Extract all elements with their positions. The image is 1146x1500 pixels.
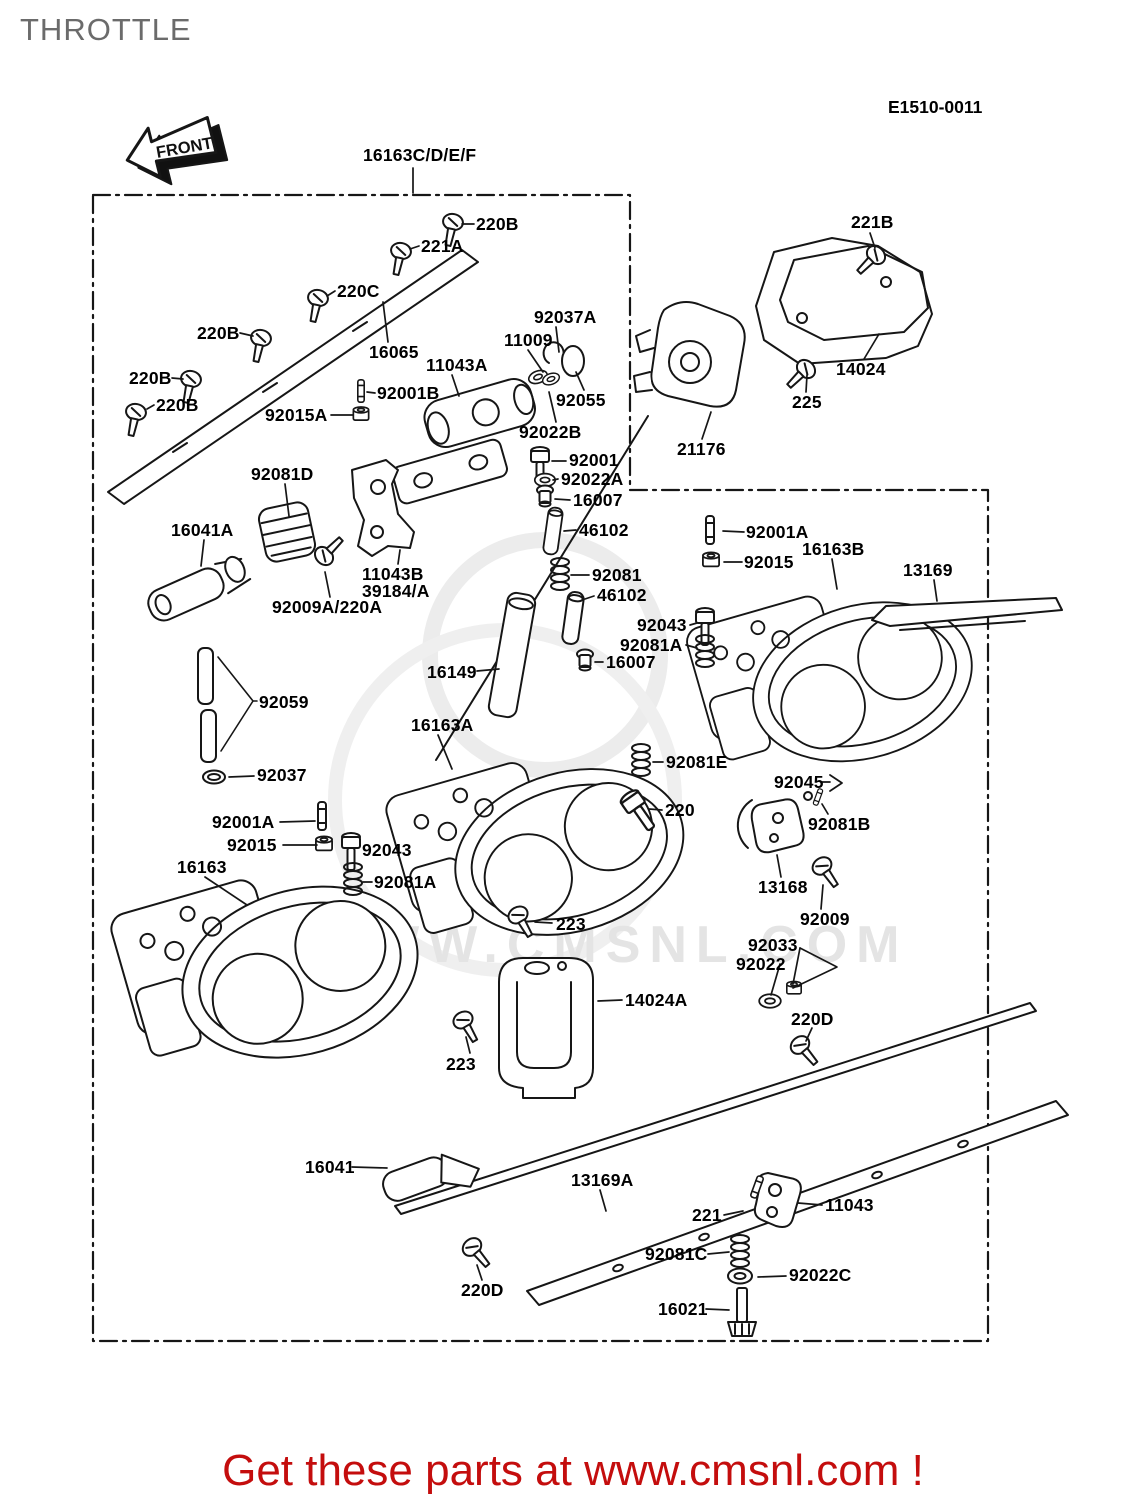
- part-label-220b: 220B: [197, 323, 240, 343]
- bracket-11043b: [351, 459, 415, 557]
- tube-16149: [487, 591, 537, 719]
- part-label-11043b: 11043B: [362, 564, 424, 584]
- part-label-225: 225: [792, 392, 822, 412]
- part-label-220c: 220C: [337, 281, 380, 301]
- part-label-92081: 92081: [592, 565, 642, 585]
- part-label-16041a: 16041A: [171, 520, 234, 540]
- part-label-21176: 21176: [677, 439, 726, 459]
- part-label-92081a: 92081A: [374, 872, 437, 892]
- rail-16065: [107, 249, 479, 505]
- part-label-92015: 92015: [227, 835, 277, 855]
- part-label-16163c-d-e-f: 16163C/D/E/F: [363, 145, 477, 165]
- spring-92081d: [257, 501, 317, 563]
- part-label-223: 223: [556, 914, 586, 934]
- bracket-14024a: [498, 957, 594, 1099]
- part-label-92037a: 92037A: [534, 307, 597, 327]
- part-label-221b: 221B: [851, 212, 894, 232]
- parts-drawing: FRONT: [91, 116, 1069, 1343]
- sensor-21176: [435, 301, 746, 761]
- part-label-220b: 220B: [476, 214, 519, 234]
- part-label-221: 221: [692, 1205, 722, 1225]
- part-label-92001: 92001: [569, 450, 619, 470]
- part-label-220d: 220D: [791, 1009, 834, 1029]
- part-label-92015a: 92015A: [265, 405, 328, 425]
- part-label-16163b: 16163B: [802, 539, 865, 559]
- throttle-body-right: [682, 556, 992, 800]
- part-label-11009: 11009: [504, 330, 553, 350]
- throttle-rod: [382, 1002, 1037, 1215]
- part-label-16065: 16065: [369, 342, 419, 362]
- part-label-221a: 221A: [421, 236, 464, 256]
- part-label-46102: 46102: [579, 520, 629, 540]
- part-label-13168: 13168: [758, 877, 808, 897]
- part-label-220d: 220D: [461, 1280, 504, 1300]
- part-label-92045: 92045: [774, 772, 824, 792]
- leader-lines: [146, 167, 938, 1311]
- part-label-92081c: 92081C: [645, 1244, 708, 1264]
- part-label-92081e: 92081E: [666, 752, 728, 772]
- part-label-11043a: 11043A: [426, 355, 488, 375]
- part-label-220b: 220B: [129, 368, 172, 388]
- bar-13169: [871, 597, 1063, 631]
- part-label-220: 220: [665, 800, 695, 820]
- part-label-220b: 220B: [156, 395, 199, 415]
- fasteners: [120, 211, 890, 1273]
- part-label-92081d: 92081D: [251, 464, 314, 484]
- part-label-92043: 92043: [637, 615, 687, 635]
- part-label-92037: 92037: [257, 765, 307, 785]
- part-label-16007: 16007: [606, 652, 656, 672]
- part-label-16163: 16163: [177, 857, 227, 877]
- rod-end-16041a: [147, 555, 252, 622]
- part-label-16021: 16021: [658, 1299, 708, 1319]
- holder-11043a: [391, 378, 536, 505]
- part-label-14024a: 14024A: [625, 990, 688, 1010]
- cover-14024: [755, 237, 933, 365]
- hardware-column-middle: [526, 341, 594, 672]
- part-label-92001a: 92001A: [746, 522, 809, 542]
- part-label-92009a-220a: 92009A/220A: [272, 597, 383, 617]
- page-title: THROTTLE: [20, 12, 192, 47]
- part-label-92001b: 92001B: [377, 383, 440, 403]
- part-label-13169: 13169: [903, 560, 953, 580]
- footer-link-banner[interactable]: Get these parts at www.cmsnl.com !: [222, 1446, 924, 1495]
- part-label-223: 223: [446, 1054, 476, 1074]
- part-label-16041: 16041: [305, 1157, 355, 1177]
- part-label-92033: 92033: [748, 935, 798, 955]
- part-label-92009: 92009: [800, 909, 850, 929]
- part-label-92055: 92055: [556, 390, 606, 410]
- part-label-16149: 16149: [427, 662, 477, 682]
- front-arrow: FRONT: [125, 116, 229, 186]
- part-label-14024: 14024: [836, 359, 886, 379]
- part-label-39184-a: 39184/A: [362, 581, 430, 601]
- part-label-92001a: 92001A: [212, 812, 275, 832]
- part-label-92043: 92043: [362, 840, 412, 860]
- part-label-92059: 92059: [259, 692, 309, 712]
- diagram-code: E1510-0011: [888, 97, 983, 117]
- part-label-92022b: 92022B: [519, 422, 582, 442]
- part-label-92022c: 92022C: [789, 1265, 852, 1285]
- tubes-92059: [197, 647, 258, 785]
- bracket-11043: [727, 1172, 802, 1337]
- part-label-11043: 11043: [825, 1195, 874, 1215]
- part-label-92022a: 92022A: [561, 469, 624, 489]
- part-label-46102: 46102: [597, 585, 647, 605]
- part-label-16163a: 16163A: [411, 715, 474, 735]
- part-label-16007: 16007: [573, 490, 623, 510]
- bracket-13168: [736, 798, 805, 854]
- part-label-92015: 92015: [744, 552, 794, 572]
- part-label-92081a: 92081A: [620, 635, 683, 655]
- diagram-border: [91, 193, 990, 1343]
- part-label-92022: 92022: [736, 954, 786, 974]
- part-label-13169a: 13169A: [571, 1170, 634, 1190]
- part-label-92081b: 92081B: [808, 814, 871, 834]
